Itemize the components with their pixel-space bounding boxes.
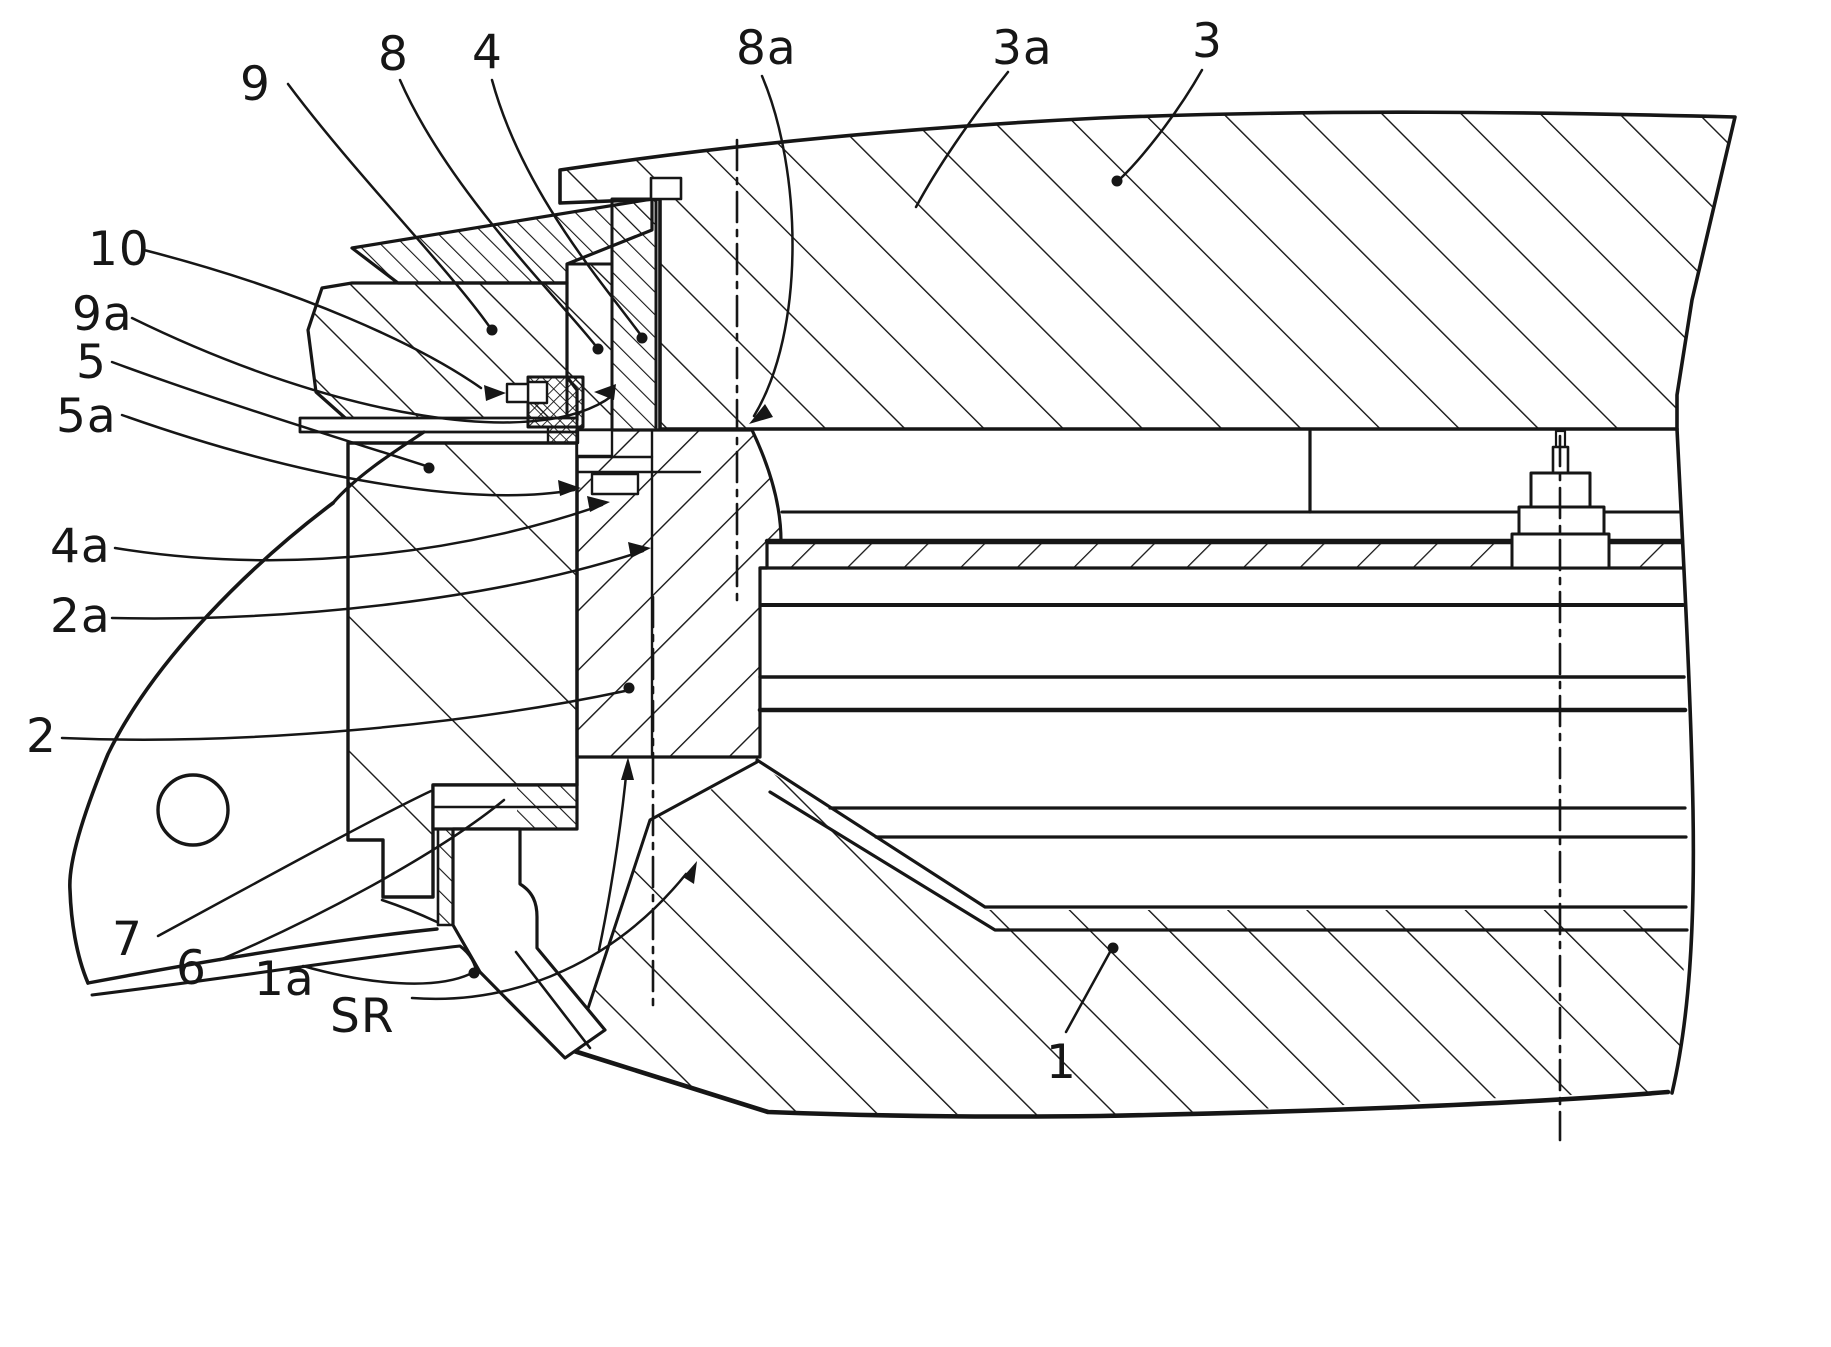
part-1-body-section bbox=[574, 765, 1686, 1116]
ref-label-4a: 4a bbox=[50, 519, 111, 574]
leader-2 bbox=[60, 689, 627, 741]
reference-labels: 9 8 4 8a 3a 3 10 9a 5 5a 4a 2a 2 7 6 1a … bbox=[26, 14, 1223, 1090]
part-1-left-edge bbox=[572, 760, 759, 1053]
ref-label-5: 5 bbox=[76, 335, 107, 390]
leader-8a bbox=[752, 74, 794, 418]
ref-label-8: 8 bbox=[378, 27, 409, 82]
ref-label-6: 6 bbox=[176, 941, 207, 996]
leader-arrowheads bbox=[558, 404, 773, 884]
leader-dots bbox=[423, 175, 1123, 979]
grease-fitting bbox=[1510, 429, 1611, 570]
leader-9 bbox=[286, 82, 491, 328]
ref-label-1: 1 bbox=[1046, 1035, 1077, 1090]
ref-label-1a: 1a bbox=[254, 952, 315, 1007]
outer-right-edge bbox=[1670, 427, 1696, 1095]
leader-1a bbox=[301, 964, 472, 985]
ref-label-3: 3 bbox=[1192, 14, 1223, 69]
leader-9a bbox=[130, 316, 614, 424]
centerlines bbox=[651, 138, 1562, 1142]
ref-label-5a: 5a bbox=[56, 389, 117, 444]
leader-5a bbox=[120, 413, 576, 497]
clamp-bar-6 bbox=[431, 783, 579, 831]
leader-3 bbox=[1118, 68, 1204, 181]
leader-5 bbox=[110, 360, 428, 468]
leader-4a bbox=[113, 503, 604, 562]
ref-label-10: 10 bbox=[88, 222, 150, 277]
edge-notch bbox=[649, 176, 683, 201]
part-3-housing-section bbox=[558, 110, 1737, 431]
leader-2a bbox=[110, 549, 645, 620]
nose-step-a bbox=[575, 428, 614, 458]
ref-label-2: 2 bbox=[26, 709, 57, 764]
leader-sr-fork bbox=[597, 764, 629, 952]
claw-jaw-7 bbox=[68, 430, 479, 997]
ref-label-2a: 2a bbox=[50, 589, 111, 644]
leader-4 bbox=[490, 78, 642, 336]
part-1-bottom-edge bbox=[571, 1048, 1671, 1119]
ref-label-3a: 3a bbox=[992, 21, 1053, 76]
leader-3a bbox=[914, 70, 1010, 209]
nose-step-b bbox=[590, 472, 640, 496]
ref-label-4: 4 bbox=[472, 25, 503, 80]
ref-label-9a: 9a bbox=[72, 287, 133, 342]
leader-7 bbox=[156, 789, 433, 938]
ref-label-9: 9 bbox=[240, 57, 271, 112]
screw-arrow-left bbox=[484, 385, 506, 401]
adjusting-screw-10 bbox=[505, 375, 585, 445]
ref-label-7: 7 bbox=[112, 912, 143, 967]
leader-6 bbox=[218, 798, 506, 962]
leader-8 bbox=[398, 78, 597, 347]
ref-label-sr: SR bbox=[330, 989, 395, 1044]
leader-10 bbox=[142, 248, 483, 390]
leader-sr bbox=[410, 872, 688, 1001]
foot-piece bbox=[436, 827, 607, 1060]
ref-label-8a: 8a bbox=[736, 21, 797, 76]
bore-hole bbox=[156, 773, 230, 847]
leader-lines bbox=[60, 68, 1204, 1034]
leader-1 bbox=[1064, 950, 1112, 1034]
